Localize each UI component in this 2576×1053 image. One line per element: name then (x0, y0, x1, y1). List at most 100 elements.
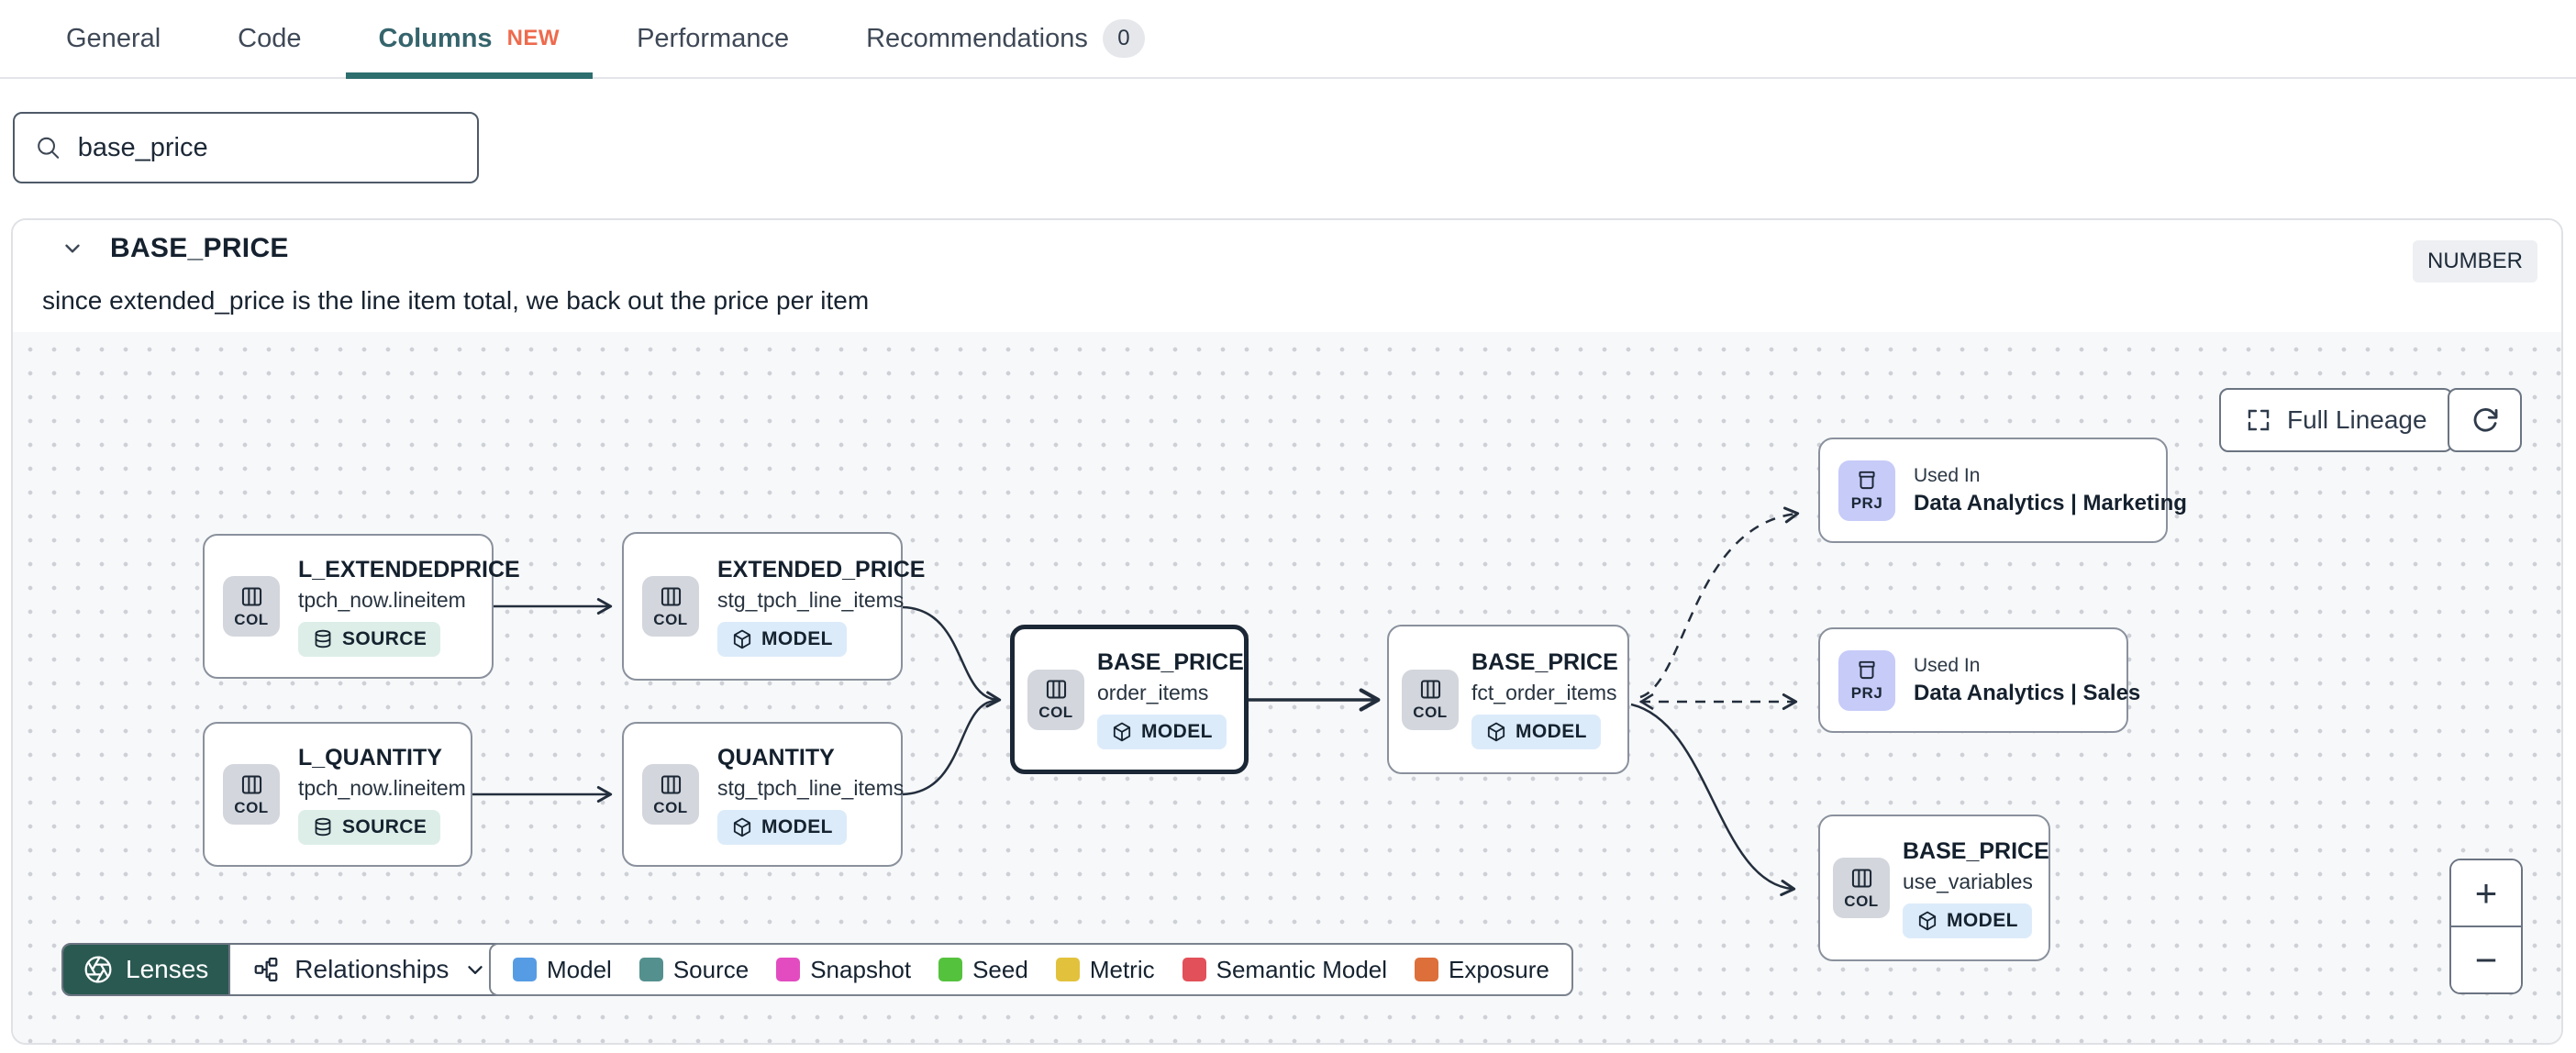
database-icon (315, 817, 331, 836)
legend-swatch (776, 958, 801, 981)
column-type-badge: NUMBER (2412, 240, 2537, 283)
tab-performance[interactable]: Performance (637, 23, 790, 53)
zoom-out-button[interactable]: − (2451, 927, 2521, 992)
legend-item-semantic-model: Semantic Model (1182, 956, 1387, 984)
columns-icon (241, 586, 261, 606)
node-l-extendedprice[interactable]: COL L_EXTENDEDPRICE tpch_now.lineitem SO… (203, 534, 520, 679)
legend-swatch (1055, 958, 1080, 981)
collapse-chevron-icon[interactable] (61, 237, 84, 260)
legend-item-model: Model (513, 956, 612, 984)
node-used-in-marketing[interactable]: PRJ Used In Data Analytics | Marketing (1818, 438, 2187, 543)
node-subtitle: stg_tpch_line_items (717, 775, 905, 800)
tab-general[interactable]: General (66, 23, 161, 53)
cube-icon (1918, 911, 1937, 930)
project-chip: PRJ (1838, 649, 1895, 711)
legend-swatch (938, 958, 963, 981)
node-subtitle: order_items (1097, 681, 1209, 704)
node-title: BASE_PRICE (1471, 649, 1618, 675)
column-chip: COL (642, 576, 699, 637)
legend-item-metric: Metric (1055, 956, 1155, 984)
lenses-button[interactable]: Lenses (63, 945, 229, 994)
node-extended-price[interactable]: COL EXTENDED_PRICE stg_tpch_line_items M… (622, 532, 925, 681)
node-subtitle: tpch_now.lineitem (298, 587, 466, 612)
relationships-icon (254, 958, 278, 981)
database-icon (315, 629, 331, 648)
legend-item-exposure: Exposure (1415, 956, 1549, 984)
kind-badge-model: MODEL (717, 621, 847, 657)
project-icon (1859, 471, 1875, 489)
zoom-control: + − (2449, 859, 2523, 994)
legend-swatch (1182, 958, 1206, 981)
kind-badge-model: MODEL (1471, 715, 1601, 749)
node-base-price-use-variables[interactable]: COL BASE_PRICE use_variables MODEL (1818, 815, 2050, 961)
kind-badge-model: MODEL (717, 809, 847, 845)
columns-icon (1420, 680, 1440, 699)
project-chip: PRJ (1838, 460, 1895, 521)
node-subtitle: use_variables (1903, 869, 2033, 893)
used-in-label: Used In (1914, 654, 1981, 676)
relationships-dropdown[interactable]: Relationships (228, 945, 510, 994)
node-base-price-fct-order-items[interactable]: COL BASE_PRICE fct_order_items MODEL (1387, 625, 1629, 774)
column-description: since extended_price is the line item to… (42, 286, 870, 315)
column-search[interactable] (13, 112, 479, 183)
legend-swatch (513, 958, 537, 981)
search-icon (38, 137, 60, 159)
recommendations-count-badge: 0 (1102, 19, 1145, 58)
chevron-down-icon (468, 966, 483, 974)
node-title: BASE_PRICE (1097, 649, 1244, 675)
column-chip: COL (223, 764, 280, 825)
legend-item-source: Source (638, 956, 749, 984)
column-chip: COL (1833, 858, 1890, 918)
node-type-legend: Model Source Snapshot Seed Metric Semant… (489, 943, 1573, 996)
new-badge: NEW (506, 26, 561, 50)
node-subtitle: tpch_now.lineitem (298, 775, 466, 800)
node-quantity[interactable]: COL QUANTITY stg_tpch_line_items MODEL (622, 722, 905, 867)
refresh-button[interactable] (2448, 388, 2522, 452)
node-used-in-sales[interactable]: PRJ Used In Data Analytics | Sales (1818, 627, 2140, 733)
column-chip: COL (642, 764, 699, 825)
kind-badge-source: SOURCE (298, 621, 441, 657)
zoom-in-button[interactable]: + (2451, 860, 2521, 927)
columns-icon (1046, 680, 1066, 699)
expand-icon (2248, 409, 2270, 431)
cube-icon (1113, 722, 1131, 742)
full-lineage-button[interactable]: Full Lineage (2219, 388, 2453, 452)
tab-code[interactable]: Code (238, 23, 302, 53)
project-icon (1859, 660, 1875, 679)
lineage-canvas[interactable]: COL L_EXTENDEDPRICE tpch_now.lineitem SO… (13, 332, 2561, 1043)
column-title: BASE_PRICE (110, 233, 289, 263)
column-chip: COL (1027, 669, 1084, 730)
tab-bar: General Code Columns NEW Performance Rec… (0, 0, 2576, 79)
used-in-label: Used In (1914, 464, 1981, 486)
kind-badge-model: MODEL (1903, 903, 2032, 938)
columns-icon (661, 774, 681, 794)
column-panel: BASE_PRICE NUMBER since extended_price i… (11, 218, 2563, 1045)
search-input[interactable] (77, 132, 457, 163)
node-title: BASE_PRICE (1903, 837, 2049, 864)
used-in-name: Data Analytics | Sales (1914, 680, 2141, 705)
node-subtitle: fct_order_items (1471, 681, 1617, 704)
node-base-price-order-items[interactable]: COL BASE_PRICE order_items MODEL (1010, 625, 1249, 774)
columns-icon (661, 586, 681, 606)
cube-icon (733, 817, 751, 837)
cube-icon (733, 629, 751, 648)
tab-columns[interactable]: Columns NEW (345, 0, 594, 79)
column-panel-header: BASE_PRICE NUMBER since extended_price i… (13, 220, 2561, 332)
node-title: L_QUANTITY (298, 744, 442, 770)
legend-swatch (1415, 958, 1439, 981)
used-in-name: Data Analytics | Marketing (1914, 490, 2187, 515)
node-title: EXTENDED_PRICE (717, 556, 926, 582)
kind-badge-model: MODEL (1097, 715, 1227, 749)
refresh-icon (2473, 408, 2497, 432)
column-chip: COL (223, 576, 280, 637)
lenses-toolbar: Lenses Relationships (61, 943, 512, 996)
legend-item-snapshot: Snapshot (776, 956, 911, 984)
node-subtitle: stg_tpch_line_items (717, 587, 905, 612)
aperture-icon (84, 956, 112, 983)
kind-badge-source: SOURCE (298, 809, 441, 845)
legend-swatch (638, 958, 663, 981)
cube-icon (1487, 722, 1505, 742)
node-l-quantity[interactable]: COL L_QUANTITY tpch_now.lineitem SOURCE (203, 722, 472, 867)
column-chip: COL (1402, 669, 1459, 730)
tab-recommendations[interactable]: Recommendations 0 (866, 0, 1145, 77)
